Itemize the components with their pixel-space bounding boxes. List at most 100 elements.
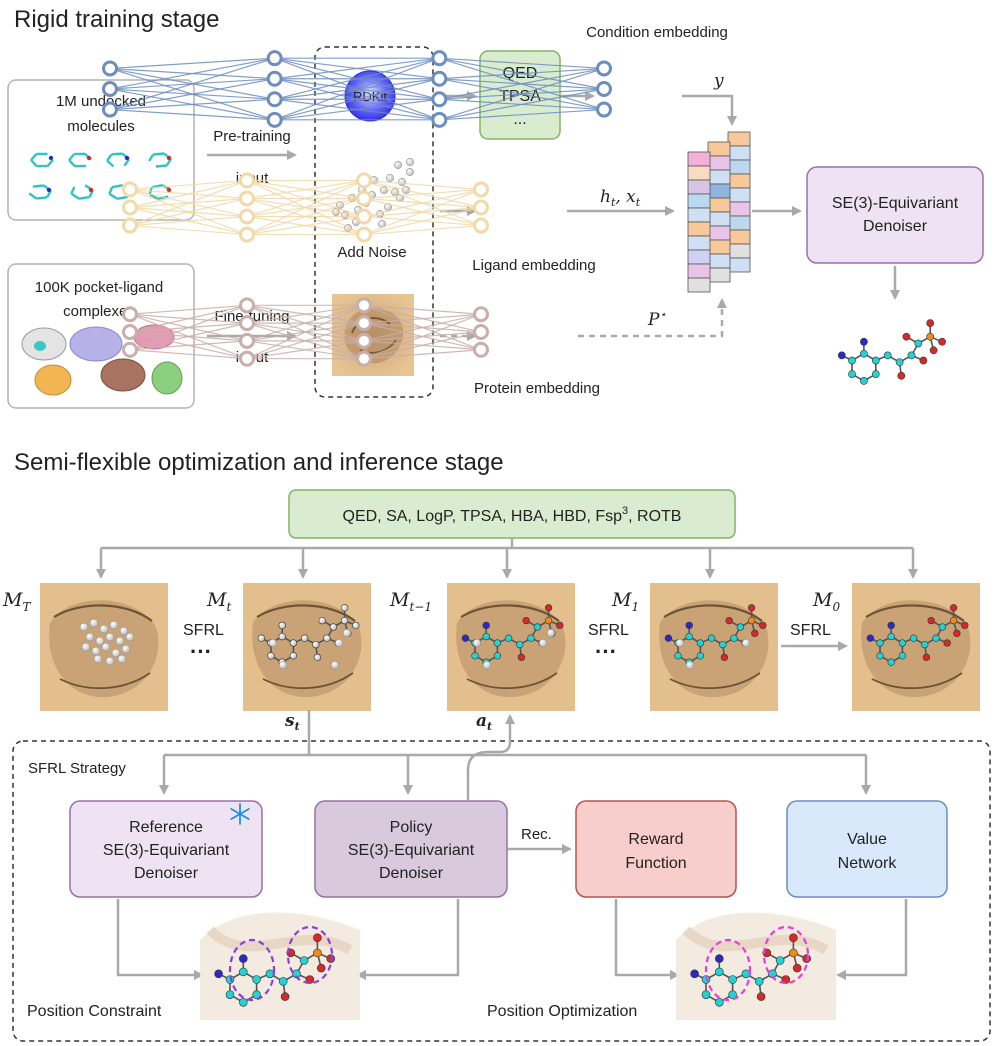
feature-cell — [727, 201, 751, 217]
bond — [151, 183, 163, 189]
network-edge — [439, 108, 605, 121]
feature-cell — [707, 169, 731, 185]
network-edge — [274, 57, 440, 100]
feature-cell — [707, 225, 731, 241]
noise-atom — [268, 638, 278, 648]
policy-denoiser-box: Policy SE(3)-Equivariant Denoiser — [314, 800, 508, 898]
network-node — [356, 208, 372, 225]
noise-atom — [125, 632, 135, 642]
atom — [701, 990, 711, 999]
pocket-ridge — [59, 672, 151, 690]
noise-atom — [406, 158, 414, 166]
network-node — [102, 101, 118, 118]
network-edge — [129, 206, 248, 236]
noise-atom — [472, 638, 482, 648]
feature-cell — [687, 263, 711, 279]
y-label: y — [713, 71, 724, 91]
bond — [28, 192, 38, 200]
atom — [482, 621, 490, 630]
feature-cell — [727, 145, 751, 161]
atom — [544, 604, 553, 612]
arrow-policy-constraint — [356, 899, 460, 980]
network-edge — [439, 57, 605, 90]
network-node — [102, 81, 118, 97]
atom — [685, 632, 693, 641]
property-bar-sup: 3 — [622, 505, 628, 517]
network-edge — [246, 322, 365, 360]
policy-line3: Denoiser — [379, 865, 444, 882]
atom — [715, 954, 724, 963]
atom — [329, 623, 338, 631]
bond — [155, 164, 167, 168]
atom — [926, 319, 935, 327]
bond — [70, 186, 76, 195]
network-edge — [363, 179, 482, 209]
ligand-embedding-label: Ligand embedding — [472, 257, 595, 274]
state-mT-name: M — [2, 589, 23, 611]
state-m0-name: M — [812, 589, 833, 611]
dataset-pocket-ligand: 100K pocket-ligand complexes — [7, 263, 195, 409]
state-mt-name: M — [206, 589, 227, 611]
highlight-ring — [228, 938, 276, 1002]
atom — [730, 634, 738, 642]
noise-atom — [101, 642, 111, 652]
reference-line1: Reference — [129, 819, 203, 836]
noise-atom — [675, 638, 685, 648]
bond — [30, 153, 38, 161]
arrow-value-optimization — [836, 899, 908, 980]
reference-denoiser-box: Reference SE(3)-Equivariant Denoiser — [69, 800, 263, 898]
atom — [88, 187, 94, 193]
atom — [860, 377, 868, 385]
atom — [720, 653, 729, 662]
network-node — [266, 111, 283, 128]
atom — [252, 975, 261, 984]
arrow-protein-to-features — [578, 298, 727, 338]
atom — [926, 332, 935, 341]
atom — [921, 640, 929, 649]
network-node — [122, 306, 138, 323]
arrow-reward-optimization — [614, 899, 680, 980]
property-bar-text: QED, SA, LogP, TPSA, HBA, HBD, Fsp3, ROT… — [343, 505, 682, 525]
dots-1: ··· — [190, 639, 212, 664]
network-node — [473, 199, 489, 216]
network-node — [473, 181, 489, 198]
bond — [36, 196, 48, 200]
network-node — [239, 315, 255, 332]
network-edge — [363, 304, 482, 351]
sfrl-strategy-container — [12, 740, 991, 1042]
bond — [30, 159, 38, 167]
atom — [871, 356, 880, 365]
atom — [719, 640, 727, 649]
atom — [902, 332, 911, 341]
noise-atom — [685, 660, 695, 670]
noise-atom — [99, 624, 109, 634]
arrow-y — [682, 94, 737, 126]
atom — [461, 634, 470, 642]
noise-atom — [95, 636, 105, 646]
atom — [876, 639, 884, 647]
network-node — [239, 190, 255, 207]
atom — [715, 967, 724, 977]
bond — [149, 193, 159, 200]
pocket-ligand — [664, 604, 767, 670]
feature-cell — [707, 267, 731, 283]
atom — [267, 652, 275, 660]
position-constraint-label: Position Constraint — [27, 1003, 162, 1020]
property-bar: QED, SA, LogP, TPSA, HBA, HBD, Fsp3, ROT… — [288, 489, 736, 539]
sfrl-label-2: SFRL — [588, 622, 629, 639]
network-edge — [246, 304, 365, 342]
network-node — [473, 341, 489, 358]
snowflake-icon — [230, 803, 250, 825]
position-optimization-label: Position Optimization — [487, 1003, 637, 1020]
pocket-ridge — [460, 604, 560, 622]
network-edge — [439, 98, 605, 111]
network-node — [473, 324, 489, 340]
network-edge — [274, 57, 440, 80]
network-edge — [129, 179, 248, 191]
network-node — [266, 91, 283, 108]
network-node — [356, 172, 372, 189]
noise-atom — [81, 642, 91, 652]
value-line2: Network — [838, 855, 898, 872]
pocket-ridge — [262, 672, 354, 690]
network-edge — [274, 98, 440, 121]
